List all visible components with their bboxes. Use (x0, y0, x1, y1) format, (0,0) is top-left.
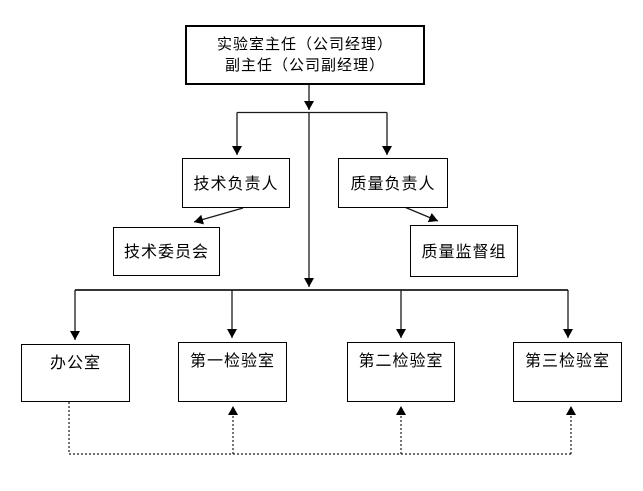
quality-supervision-label: 质量监督组 (421, 241, 507, 261)
edge-quality-lead-quality-supervision (401, 205, 439, 223)
director-label-line2: 副主任（公司副经理） (224, 56, 385, 74)
quality-lead-label: 质量负责人 (350, 173, 436, 193)
node-tech-committee: 技术委员会 (113, 227, 220, 276)
dotted-connectors (68, 402, 576, 455)
lab2-label: 第二检验室 (358, 351, 444, 370)
office-label: 办公室 (49, 353, 101, 372)
node-quality-supervision: 质量监督组 (410, 225, 518, 277)
lab1-label: 第一检验室 (189, 351, 275, 370)
node-office: 办公室 (21, 344, 130, 402)
lab3-label: 第三检验室 (524, 351, 610, 370)
tech-lead-label: 技术负责人 (193, 173, 279, 193)
tech-committee-label: 技术委员会 (123, 242, 209, 261)
node-lab3: 第三检验室 (513, 342, 622, 402)
node-lab1: 第一检验室 (178, 342, 287, 402)
edge-tech-lead-tech-committee (193, 207, 244, 225)
node-lab2: 第二检验室 (347, 342, 455, 402)
node-quality-lead: 质量负责人 (338, 158, 448, 208)
node-director: 实验室主任（公司经理） 副主任（公司副经理） (185, 25, 425, 85)
node-tech-lead: 技术负责人 (182, 158, 290, 208)
solid-connectors (70, 85, 573, 340)
director-label-line1: 实验室主任（公司经理） (216, 35, 393, 53)
